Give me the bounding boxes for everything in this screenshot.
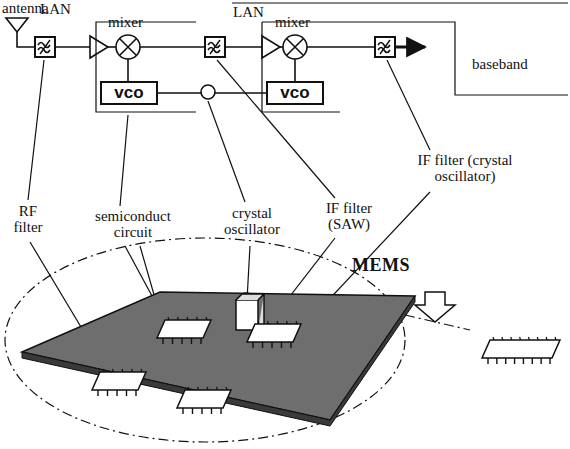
chip	[157, 317, 211, 344]
vco-box: vco	[266, 81, 324, 105]
part-label: LAN	[40, 1, 71, 17]
part-label: mixer	[275, 14, 310, 30]
part-label: LAN	[233, 4, 264, 20]
chip	[92, 369, 146, 396]
pcb-board	[5, 238, 560, 442]
chip	[247, 321, 301, 348]
node-text: vco	[280, 84, 309, 102]
part-label: IF filter (SAW)	[310, 200, 388, 232]
part-label: IF filter (crystal oscillator)	[395, 152, 535, 184]
vco-box: vco	[100, 81, 158, 105]
chip	[482, 337, 560, 364]
block-diagram	[6, 3, 568, 112]
node-text: vco	[114, 84, 143, 102]
part-label: crystal oscillator	[208, 205, 296, 237]
part-label: RF filter	[5, 203, 51, 235]
title-label: MEMS	[352, 257, 410, 273]
part-label: mixer	[108, 14, 143, 30]
part-label: semiconduct circuit	[78, 208, 188, 240]
chip	[177, 387, 231, 414]
part-label: baseband	[472, 56, 528, 72]
